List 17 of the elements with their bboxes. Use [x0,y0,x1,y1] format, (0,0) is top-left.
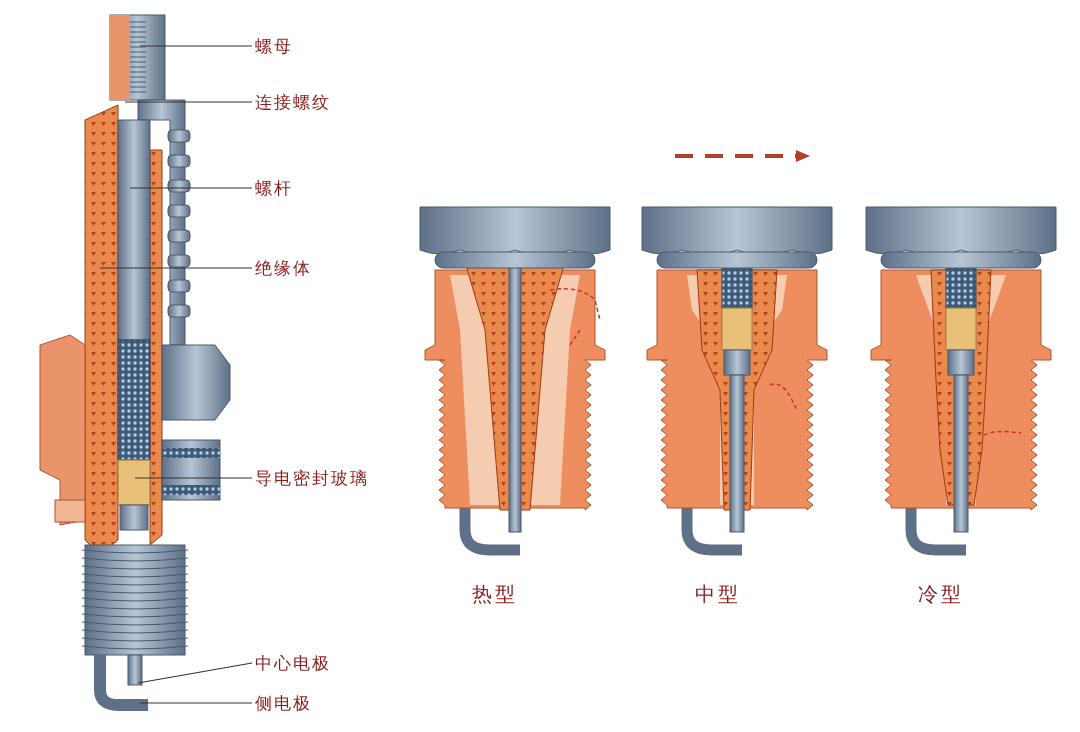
part-label: 螺母 [255,36,293,56]
leader-line [124,101,253,103]
part-label: 绝缘体 [255,258,312,278]
type-caption: 热型 [472,582,518,606]
leader-line [139,702,253,704]
part-label: 连接螺纹 [255,92,331,112]
leader-line [139,45,253,47]
part-label: 中心电极 [255,653,331,673]
leader-line [137,662,253,684]
leader-line [134,477,253,479]
part-label: 导电密封玻璃 [255,468,369,488]
type-caption: 冷型 [918,582,964,606]
type-caption: 中型 [695,582,741,606]
part-label: 螺杆 [255,178,293,198]
leader-line [129,187,253,189]
part-label: 侧电极 [255,693,312,713]
leader-line [99,267,253,269]
